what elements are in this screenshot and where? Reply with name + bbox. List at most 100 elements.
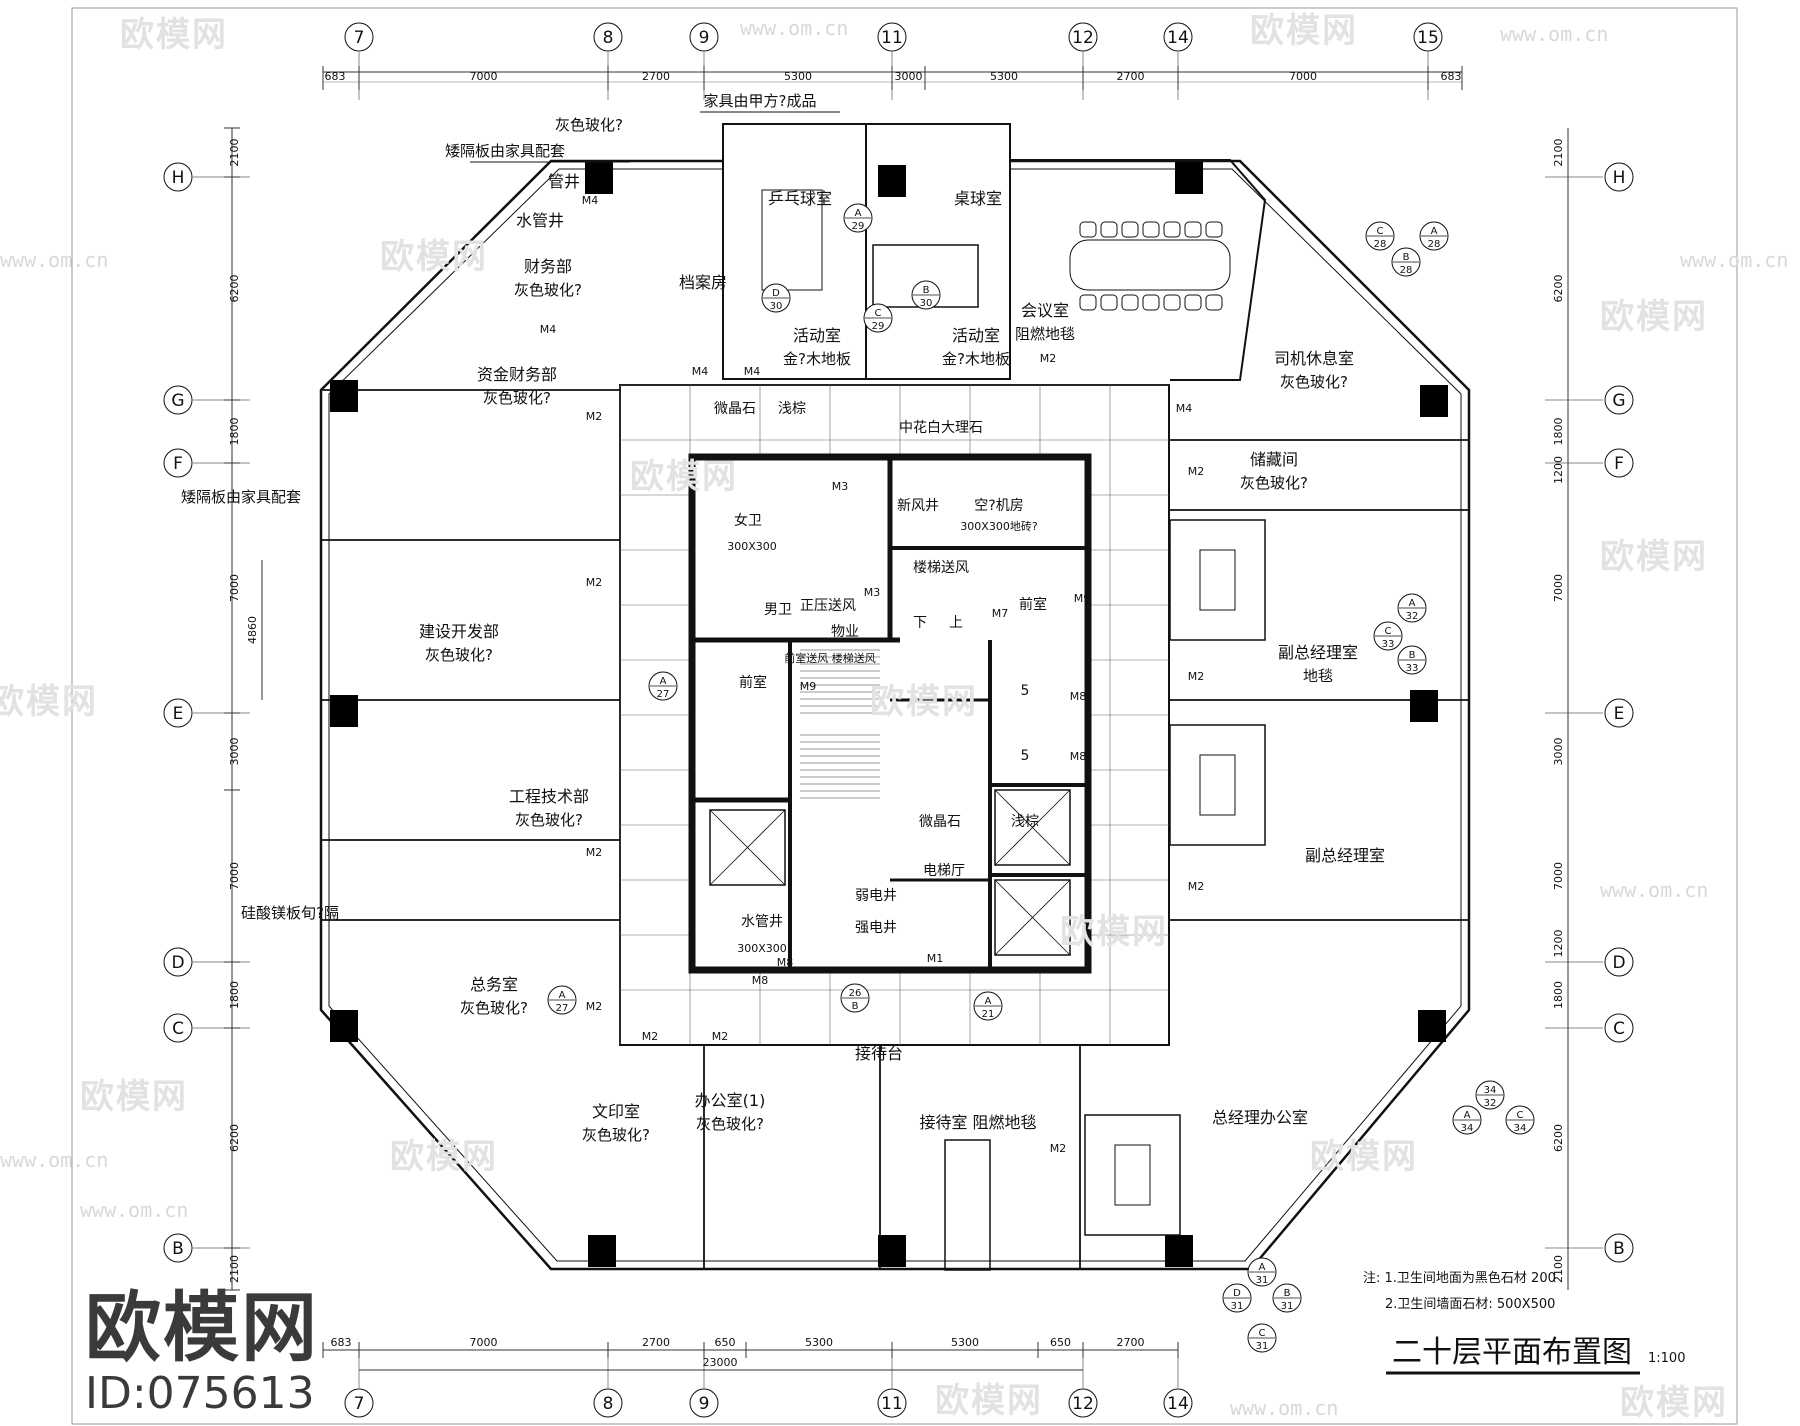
axis-bubble bbox=[1163, 22, 1193, 52]
section-mark-letter: C bbox=[1377, 226, 1384, 237]
core-label: 电梯厅 bbox=[923, 863, 965, 879]
axis-label: H bbox=[1613, 168, 1626, 188]
section-mark-sheet: B bbox=[852, 1001, 859, 1012]
room-finish: 灰色玻化? bbox=[460, 999, 528, 1017]
section-mark-letter: B bbox=[923, 285, 930, 296]
section-mark-sheet: 29 bbox=[872, 321, 885, 332]
dimension-label: 650 bbox=[715, 1336, 736, 1349]
dimension-label: 6200 bbox=[1552, 1124, 1565, 1152]
door-tag: M2 bbox=[642, 1030, 659, 1043]
axis-label: 8 bbox=[603, 28, 614, 48]
section-mark-letter: 34 bbox=[1484, 1085, 1497, 1096]
axis-bubble bbox=[1068, 22, 1098, 52]
axis-bubble bbox=[1163, 1388, 1193, 1418]
section-mark-letter: A bbox=[1431, 226, 1438, 237]
axis-bubble bbox=[877, 1388, 907, 1418]
axis-bubble bbox=[1604, 162, 1634, 192]
structural-column bbox=[878, 1235, 906, 1267]
room-finish: 灰色玻化? bbox=[514, 281, 582, 299]
chair bbox=[1121, 221, 1139, 238]
axis-label: G bbox=[1612, 391, 1625, 411]
section-mark-sheet: 28 bbox=[1400, 265, 1413, 276]
axis-bubble bbox=[163, 162, 193, 192]
axis-bubble bbox=[1068, 1388, 1098, 1418]
structural-column bbox=[1418, 1010, 1446, 1042]
elevator-shaft bbox=[994, 879, 1071, 956]
section-mark-sheet: 32 bbox=[1406, 611, 1419, 622]
dimension-label: 7000 bbox=[1289, 70, 1317, 83]
dimension-label: 2100 bbox=[1552, 1255, 1565, 1283]
dimension-label: 650 bbox=[1050, 1336, 1071, 1349]
axis-bubble bbox=[344, 22, 374, 52]
chair bbox=[1163, 294, 1181, 311]
axis-bubble bbox=[163, 1013, 193, 1043]
core-label: 5 bbox=[1021, 748, 1030, 764]
door-tag: M8 bbox=[1070, 690, 1087, 703]
dimension-label: 23000 bbox=[703, 1356, 738, 1369]
room-name: 总经理办公室 bbox=[1212, 1108, 1308, 1127]
core-label: 微晶石 bbox=[919, 814, 961, 830]
conference-table bbox=[1069, 239, 1231, 291]
annotation-leader-text: 灰色玻化? bbox=[555, 116, 623, 134]
section-mark-sheet: 34 bbox=[1461, 1123, 1474, 1134]
room-finish: 灰色玻化? bbox=[696, 1115, 764, 1133]
section-mark-sheet: 33 bbox=[1382, 639, 1395, 650]
axis-label: 12 bbox=[1072, 28, 1094, 48]
core-label: 正压送风 bbox=[800, 598, 856, 614]
chair bbox=[1205, 221, 1223, 238]
section-mark-letter: 26 bbox=[849, 988, 862, 999]
core-label: 浅棕 bbox=[1011, 814, 1039, 830]
coffee-table bbox=[1114, 1144, 1151, 1206]
structural-column bbox=[330, 695, 358, 727]
door-tag: M3 bbox=[832, 480, 849, 493]
axis-label: H bbox=[172, 168, 185, 188]
door-tag: M2 bbox=[586, 410, 603, 423]
core-label: 前室送风 楼梯送风 bbox=[784, 651, 876, 665]
axis-label: 14 bbox=[1167, 1394, 1189, 1414]
elevator-shaft bbox=[709, 809, 786, 886]
core-label: 男卫 bbox=[764, 602, 792, 618]
core-label: 新风井 bbox=[897, 498, 939, 514]
section-mark-sheet: 28 bbox=[1374, 239, 1387, 250]
door-tag: M2 bbox=[1040, 352, 1057, 365]
section-mark-sheet: 21 bbox=[982, 1009, 995, 1020]
axis-bubble bbox=[163, 385, 193, 415]
room-name: 接待室 阻燃地毯 bbox=[919, 1113, 1036, 1132]
room-name: 活动室 bbox=[793, 326, 841, 345]
room-finish: 灰色玻化? bbox=[1240, 474, 1308, 492]
door-tag: M7 bbox=[992, 607, 1009, 620]
meeting-room-wall bbox=[1009, 124, 1267, 381]
chair bbox=[1184, 221, 1202, 238]
dimension-label: 1200 bbox=[1552, 930, 1565, 958]
dimension-label: 2700 bbox=[1117, 70, 1145, 83]
dimension-label: 7000 bbox=[1552, 862, 1565, 890]
core-label: 300X300 bbox=[727, 540, 777, 553]
section-mark-sheet: 30 bbox=[920, 298, 933, 309]
dimension-label: 2100 bbox=[228, 139, 241, 167]
axis-label: E bbox=[173, 704, 184, 724]
room-name: 接待台 bbox=[855, 1044, 903, 1063]
core-label: 前室 bbox=[739, 674, 767, 691]
room-finish: 灰色玻化? bbox=[483, 389, 551, 407]
dimension-label: 1800 bbox=[228, 418, 241, 446]
section-mark-letter: A bbox=[855, 208, 862, 219]
axis-bubble bbox=[689, 22, 719, 52]
ping-pong-table bbox=[761, 189, 823, 291]
door-tag: M4 bbox=[582, 194, 599, 207]
brand-watermark: 欧模网 bbox=[85, 1283, 319, 1372]
axis-label: 11 bbox=[881, 1394, 903, 1414]
room-name: 文印室 bbox=[592, 1102, 640, 1121]
section-mark-sheet: 27 bbox=[556, 1003, 569, 1014]
axis-label: 14 bbox=[1167, 28, 1189, 48]
dimension-label: 5300 bbox=[990, 70, 1018, 83]
chair bbox=[1142, 221, 1160, 238]
core-label: 弱电井 bbox=[855, 888, 897, 904]
drawing-note: 2.卫生间墙面石材: 500X500 bbox=[1385, 1297, 1555, 1312]
dimension-label: 5300 bbox=[784, 70, 812, 83]
axis-bubble bbox=[593, 22, 623, 52]
section-mark-sheet: 34 bbox=[1514, 1123, 1527, 1134]
dimension-label: 2700 bbox=[642, 70, 670, 83]
dimension-label: 683 bbox=[331, 1336, 352, 1349]
